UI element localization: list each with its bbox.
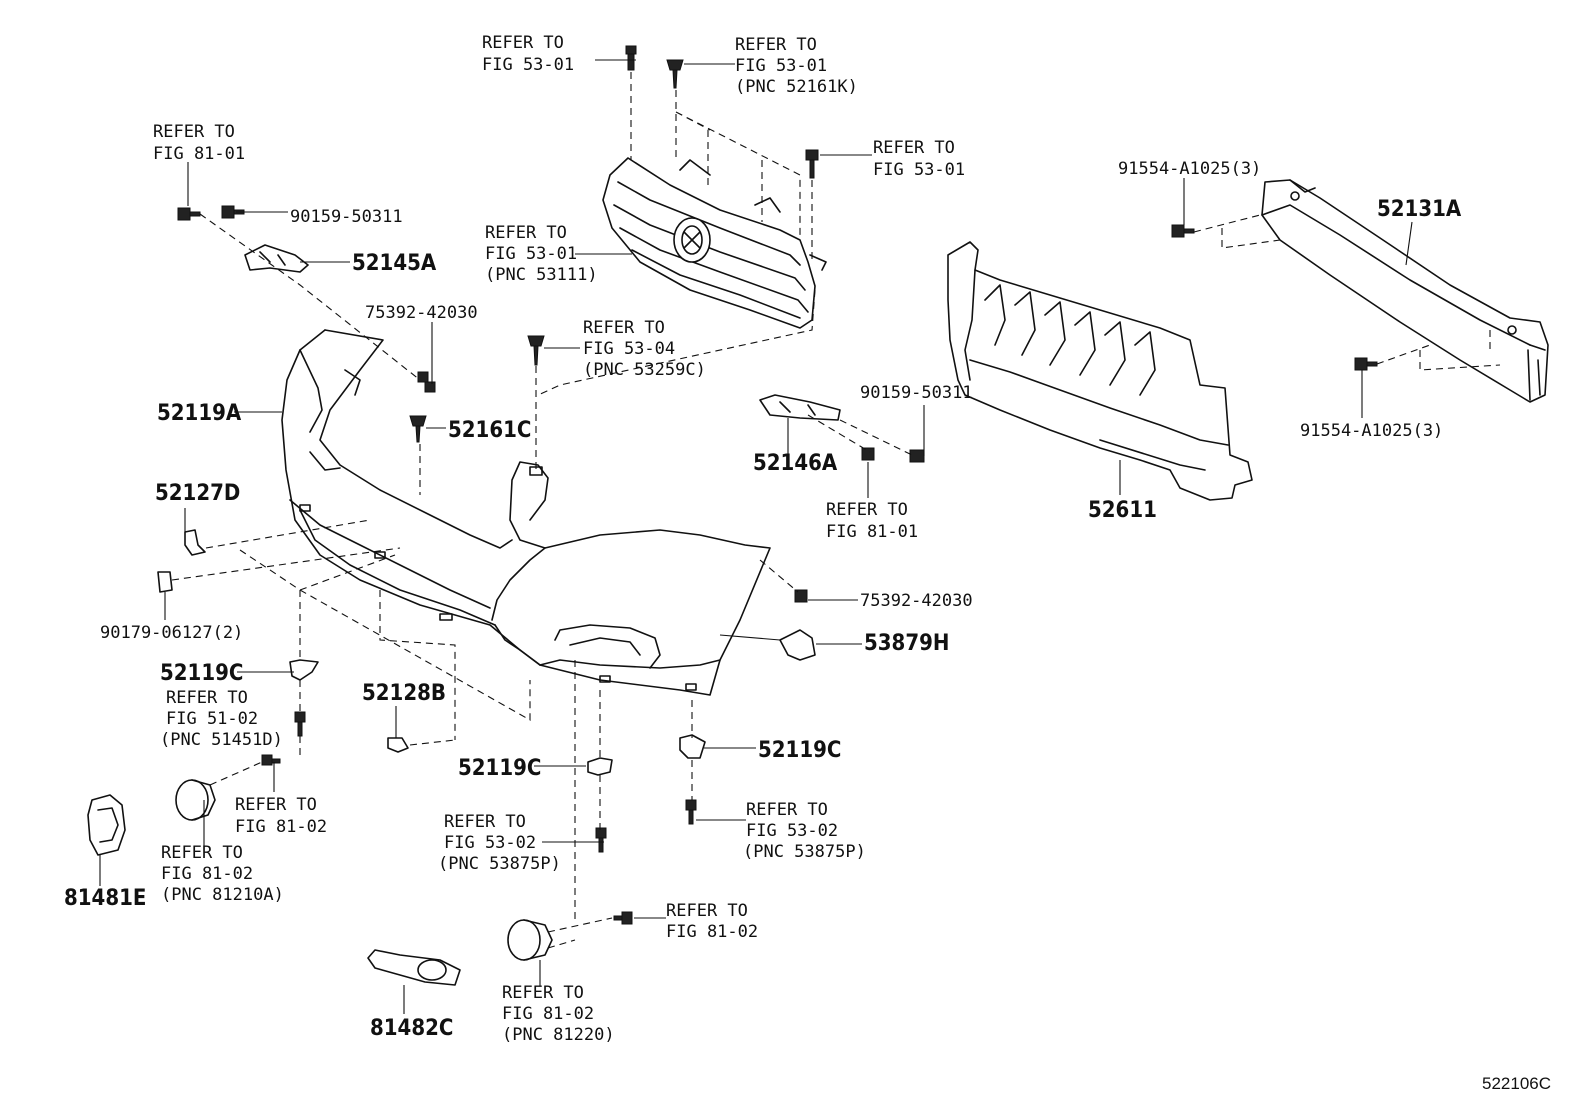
part-number-52131a: 52131A: [1377, 197, 1462, 222]
refer-label-r5: REFER TO FIG 53-01 (PNC 53111): [485, 223, 598, 285]
part-number-52119c-2: 52119C: [458, 756, 541, 781]
part-number-52161c: 52161C: [448, 418, 531, 443]
figure-id: 522106C: [1482, 1074, 1551, 1093]
retainer-52119c-2: [587, 757, 613, 776]
fastener-91554-a1025-2: 91554-A1025(3): [1300, 421, 1443, 441]
retainer-52119c-3: [679, 734, 706, 759]
bracket-52146a: [759, 394, 841, 421]
bumper-reinforcement: [1261, 179, 1549, 403]
retainer-52119c-1: [289, 659, 319, 681]
refer-label-r4: REFER TO FIG 53-01: [873, 138, 965, 180]
refer-label-r14: REFER TO FIG 81-02 (PNC 81220): [502, 983, 615, 1045]
refer-label-r1: REFER TO FIG 53-01: [482, 33, 574, 75]
assembly-lines: [171, 72, 1501, 949]
fog-cover-81481e: [87, 794, 126, 856]
refer-label-r10: REFER TO FIG 81-02 (PNC 81210A): [161, 843, 284, 905]
refer-label-r8: REFER TO FIG 51-02 (PNC 51451D): [160, 688, 283, 750]
fastener-75392-42030-1: 75392-42030: [365, 303, 478, 323]
fog-lamp-right-body: [523, 919, 553, 961]
refer-label-r2: REFER TO FIG 53-01 (PNC 52161K): [735, 35, 858, 97]
fog-lamp-right: [507, 919, 541, 961]
retainer-52127d: [184, 529, 206, 556]
fog-lamp-left: [175, 779, 209, 821]
fastener-bolts: [177, 45, 1378, 925]
fastener-90159-50311-1: 90159-50311: [290, 207, 403, 227]
part-number-52146a: 52146A: [753, 451, 838, 476]
part-number-81481e: 81481E: [64, 886, 146, 911]
bracket-52145a: [244, 244, 309, 273]
refer-label-r13: REFER TO FIG 81-02: [666, 901, 758, 942]
energy-absorber: [947, 241, 1253, 501]
retainer-52128b: [387, 737, 409, 753]
fog-lamp-left-body: [191, 779, 216, 821]
refer-label-r9: REFER TO FIG 81-02: [235, 795, 327, 837]
part-number-52119c-1: 52119C: [160, 661, 243, 686]
nut-90179: [157, 571, 173, 593]
part-number-52119c-3: 52119C: [758, 738, 841, 763]
refer-label-r11: REFER TO FIG 53-02 (PNC 53875P): [438, 812, 561, 874]
refer-label-r12: REFER TO FIG 53-02 (PNC 53875P): [743, 800, 866, 862]
refer-label-r6: REFER TO FIG 53-04 (PNC 53259C): [583, 318, 706, 380]
part-number-52145a: 52145A: [352, 251, 437, 276]
part-number-52128b: 52128B: [362, 681, 446, 706]
front-bumper-cover: [281, 329, 771, 696]
fastener-90159-50311-2: 90159-50311: [860, 383, 973, 403]
fastener-75392-42030-2: 75392-42030: [860, 591, 973, 611]
leader-lines: [99, 59, 1413, 1014]
clip-53879h: [779, 629, 816, 661]
fastener-91554-a1025-1: 91554-A1025(3): [1118, 159, 1261, 179]
refer-label-r3: REFER TO FIG 81-01: [153, 122, 245, 164]
radiator-grille: [602, 157, 827, 329]
refer-label-r7: REFER TO FIG 81-01: [826, 500, 918, 542]
fog-bezel-ring: [417, 959, 447, 981]
part-number-53879h: 53879H: [864, 631, 949, 656]
part-number-52127d: 52127D: [155, 481, 240, 506]
fog-bezel-81482c: [367, 949, 461, 986]
part-number-52119a: 52119A: [157, 401, 242, 426]
fastener-90179-06127: 90179-06127(2): [100, 623, 243, 643]
part-number-81482c: 81482C: [370, 1016, 453, 1041]
part-number-52611: 52611: [1088, 498, 1157, 523]
